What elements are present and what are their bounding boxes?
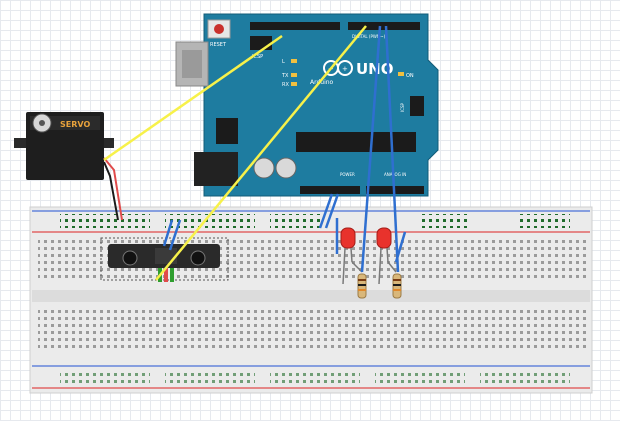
rx-label: RX bbox=[282, 82, 289, 88]
bottom-rail-holes bbox=[375, 370, 465, 384]
digital-header-left bbox=[250, 22, 340, 30]
icsp-header bbox=[410, 96, 424, 116]
arduino-uno-board: RESET ICSP − + UNO Arduino DIGITAL (PWM~… bbox=[194, 13, 439, 197]
center-channel bbox=[32, 290, 590, 302]
on-led bbox=[398, 72, 404, 76]
capacitor-1 bbox=[253, 157, 275, 179]
servo-motor: SERVO bbox=[14, 112, 114, 180]
servo-black-wire bbox=[103, 161, 119, 221]
top-rail-holes bbox=[420, 214, 470, 228]
top-rail-holes bbox=[165, 214, 255, 228]
resistor-1 bbox=[351, 261, 367, 299]
led-2-return-wire bbox=[394, 231, 407, 263]
servo-signal-wire bbox=[103, 34, 283, 162]
bottom-rail-holes bbox=[165, 370, 255, 384]
l-label: L bbox=[282, 59, 285, 65]
reset-button-cap bbox=[214, 24, 224, 34]
led-1-signal-wire bbox=[360, 25, 382, 273]
led-1 bbox=[340, 227, 356, 285]
on-label: ON bbox=[406, 73, 414, 79]
ir-sensor-icon bbox=[100, 237, 229, 282]
sensor-signal-wire bbox=[155, 25, 367, 281]
atmega-chip bbox=[296, 132, 416, 152]
led-2-signal-wire bbox=[384, 25, 400, 273]
power-header bbox=[300, 186, 360, 194]
digital-label: DIGITAL (PWM~) bbox=[352, 34, 386, 39]
bottom-rail-holes bbox=[270, 370, 360, 384]
regulator bbox=[216, 118, 238, 144]
power-gnd-wire bbox=[318, 193, 334, 229]
rx-led bbox=[291, 82, 297, 86]
servo-red-wire bbox=[103, 157, 123, 221]
model-label: UNO bbox=[356, 60, 394, 78]
tx-label: TX bbox=[281, 73, 289, 79]
top-rail-holes bbox=[60, 214, 150, 228]
top-rail-holes bbox=[520, 214, 570, 228]
capacitor-2 bbox=[275, 157, 297, 179]
dc-jack-icon bbox=[194, 152, 238, 186]
servo-label: SERVO bbox=[60, 120, 90, 129]
analog-label: ANALOG IN bbox=[384, 172, 406, 177]
bottom-rail-holes bbox=[480, 370, 570, 384]
svg-text:+: + bbox=[342, 65, 348, 73]
usb-inner bbox=[182, 50, 202, 78]
led-2 bbox=[376, 227, 392, 285]
power-label: POWER bbox=[340, 172, 355, 177]
tx-led bbox=[291, 73, 297, 77]
sensor-gnd-wire bbox=[162, 219, 174, 247]
terminal-strip-bottom bbox=[38, 308, 588, 350]
top-rail-holes bbox=[270, 214, 320, 228]
sensor-vcc-wire bbox=[168, 219, 182, 251]
icsp2-header bbox=[250, 36, 272, 50]
resistor-2 bbox=[387, 261, 402, 299]
breadboard bbox=[29, 206, 593, 394]
reset-label: RESET bbox=[210, 42, 227, 48]
brand-label: Arduino bbox=[310, 79, 334, 86]
icsp-label: ICSP bbox=[400, 102, 405, 112]
icsp2-label: ICSP bbox=[252, 54, 263, 60]
power-5v-wire bbox=[324, 193, 340, 229]
l-led bbox=[291, 59, 297, 63]
digital-header-right bbox=[348, 22, 420, 30]
bottom-rail-holes bbox=[60, 370, 150, 384]
